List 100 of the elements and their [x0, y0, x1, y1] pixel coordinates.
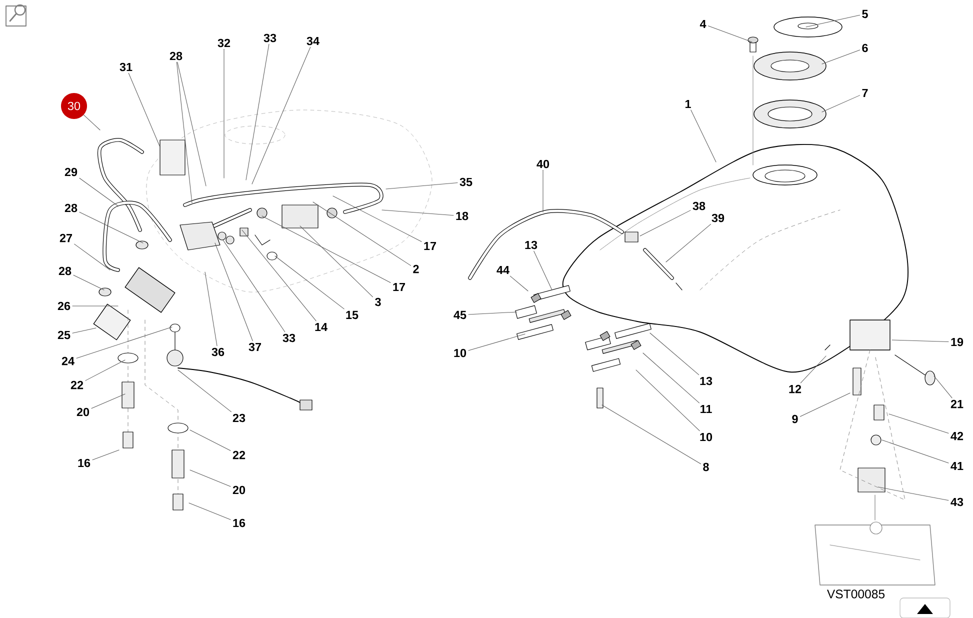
callout-number: 11 [700, 404, 712, 414]
callout-number: 28 [58, 266, 72, 276]
callout-number: 2 [413, 264, 419, 274]
leader-line [79, 212, 144, 244]
leader-line [878, 486, 949, 501]
leader-line [312, 202, 412, 266]
leader-line [806, 14, 860, 28]
leader-line [274, 256, 344, 310]
callout-number: 19 [951, 338, 964, 346]
callout-number: 33 [264, 34, 276, 42]
leader-line [382, 210, 454, 216]
leader-line [822, 50, 860, 64]
callout-number: 5 [862, 10, 868, 18]
leader-line [642, 352, 700, 404]
leader-line [190, 470, 231, 487]
leader-line [176, 62, 192, 204]
callout-number: 14 [315, 322, 328, 332]
leader-line [214, 242, 253, 342]
leader-line [650, 332, 700, 376]
drawing-code: VST00085 [827, 590, 885, 598]
leader-line [252, 46, 311, 184]
leader-line [800, 392, 850, 417]
leader-line [242, 230, 316, 322]
leader-line [640, 210, 691, 236]
callout-number: 16 [78, 458, 90, 468]
callout-number: 42 [950, 432, 964, 440]
callout-number: 28 [64, 204, 78, 212]
callout-number: 15 [346, 310, 358, 320]
leader-line [222, 240, 286, 332]
callout-number: 33 [282, 334, 296, 342]
callout-number: 31 [120, 62, 132, 72]
callout-number: 43 [950, 498, 964, 506]
leader-line [892, 340, 949, 342]
leader-line [882, 440, 949, 464]
callout-number: 26 [58, 302, 70, 310]
callout-number: 38 [692, 202, 706, 210]
leader-line [85, 360, 126, 381]
callout-number: 29 [64, 168, 78, 176]
callout-number: 44 [496, 266, 510, 274]
callout-number: 12 [789, 384, 802, 394]
callout-number: 10 [700, 432, 712, 442]
leader-line [73, 274, 104, 290]
callout-number: 27 [60, 234, 72, 242]
leader-line [74, 244, 110, 270]
callout-number: 36 [212, 348, 224, 356]
leader-line [72, 328, 96, 334]
callout-number: 6 [862, 44, 868, 52]
callout-number: 3 [375, 298, 381, 306]
leader-line [177, 62, 206, 186]
leader-line [204, 272, 218, 346]
leader-line [79, 178, 118, 206]
leader-line [690, 110, 716, 162]
callout-number: 17 [393, 282, 405, 292]
leader-line [246, 44, 270, 180]
leader-line [468, 312, 518, 315]
callout-number: 28 [170, 52, 182, 60]
leader-line [542, 170, 544, 212]
callout-number: 39 [712, 214, 724, 222]
callout-number: 34 [306, 36, 320, 46]
callout-number: 35 [460, 178, 472, 186]
leader-line [822, 95, 860, 112]
leader-line [888, 414, 949, 434]
callout-number: 22 [70, 380, 84, 390]
leader-line [332, 196, 422, 242]
leader-line [800, 356, 826, 384]
callout-number: 24 [62, 356, 74, 366]
callout-number: 9 [792, 414, 798, 424]
callout-number: 32 [218, 38, 230, 48]
leader-line [534, 250, 552, 290]
leader-line [468, 334, 526, 351]
callout-number: 20 [232, 486, 246, 494]
leader-line [262, 216, 391, 283]
callout-number: 23 [232, 414, 246, 422]
callout-number: 20 [76, 408, 90, 416]
callout-number: 18 [456, 212, 468, 220]
callout-number: 25 [58, 330, 70, 340]
leader-line [190, 430, 231, 451]
callout-number: 45 [454, 310, 466, 320]
leader-line [92, 450, 120, 460]
callout-number: 13 [700, 376, 712, 386]
leader-line [602, 404, 702, 464]
leader-line [386, 182, 458, 190]
leader-line [636, 370, 700, 432]
leader-line [510, 276, 528, 292]
callout-number: 7 [862, 88, 868, 98]
leader-line [83, 114, 100, 130]
callout-number: 16 [233, 518, 246, 528]
callout-number: 17 [424, 242, 436, 250]
callout-number: 10 [454, 348, 466, 358]
leader-line [91, 394, 126, 409]
callout-number: 13 [525, 240, 538, 250]
callout-number: 1 [685, 100, 691, 108]
leader-line [666, 224, 711, 262]
leader-line [934, 376, 952, 398]
leader-line [300, 226, 374, 298]
callout-number: 4 [700, 20, 706, 28]
leader-line [188, 502, 231, 520]
leader-line [178, 370, 232, 412]
leader-line [708, 26, 752, 42]
callout-number: 40 [536, 160, 550, 168]
